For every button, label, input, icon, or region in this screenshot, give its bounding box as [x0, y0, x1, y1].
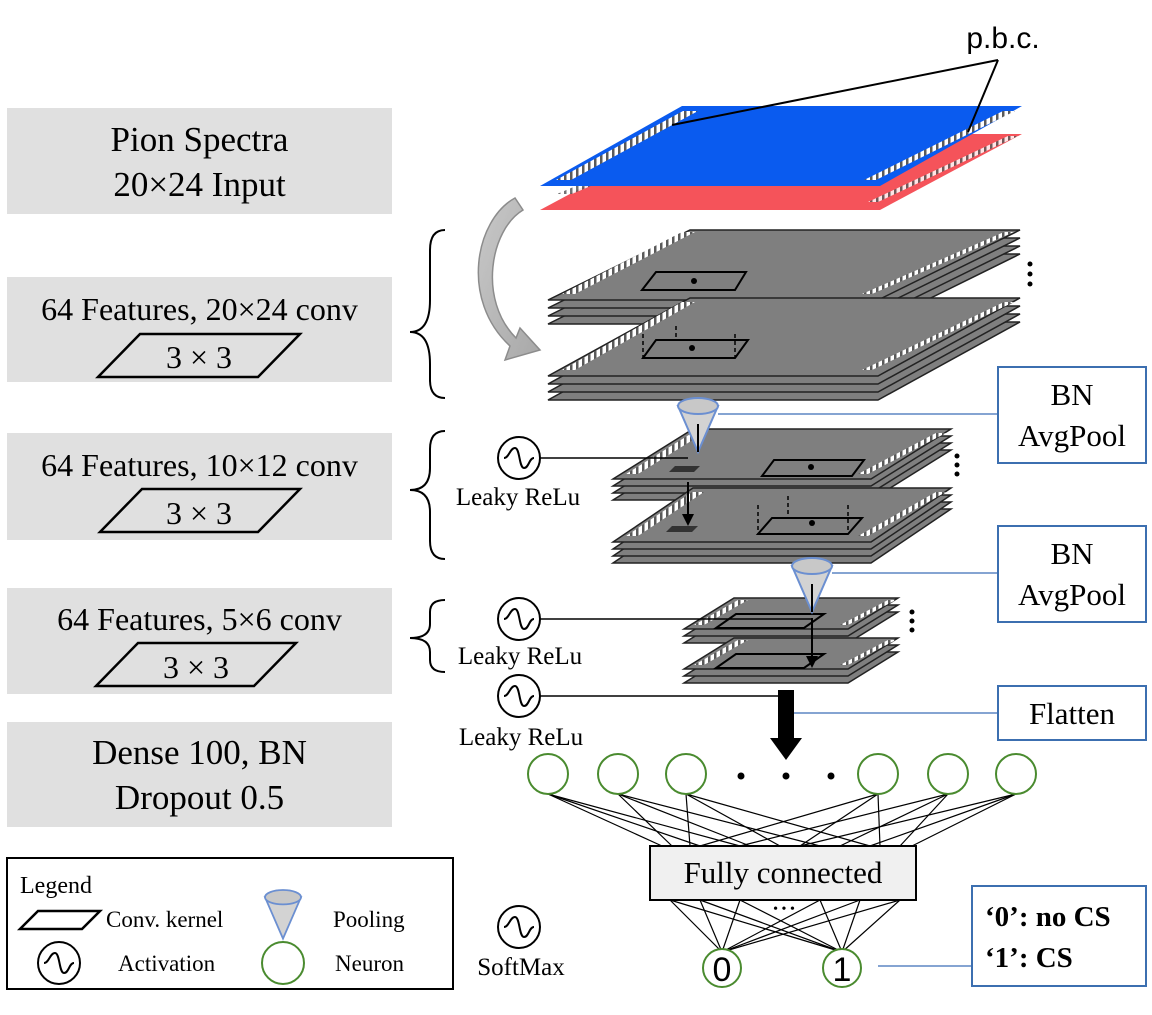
layer-box-title: 64 Features, 10×12 conv — [41, 447, 358, 483]
output-neuron-1: 1 — [822, 948, 862, 989]
layer-box-title: Dense 100, BN — [92, 733, 307, 772]
legend-activation-icon — [37, 941, 81, 985]
layer-box-title: 64 Features, 5×6 conv — [57, 601, 342, 637]
brace-conv1 — [409, 229, 446, 399]
input-layer-blue — [540, 106, 1022, 186]
pbc-label: p.b.c. — [966, 22, 1039, 55]
activation-icon — [497, 905, 541, 949]
softmax-label: SoftMax — [477, 954, 565, 981]
result-line-0: ‘0’: no CS — [985, 901, 1111, 933]
legend-title: Legend — [20, 873, 92, 899]
output-label: 0 — [713, 951, 732, 989]
activation-icon — [497, 674, 541, 718]
legend-pooling: Pooling — [333, 907, 405, 932]
activation-icon — [497, 597, 541, 641]
kernel-size-label: 3 × 3 — [166, 495, 232, 531]
brace-conv3 — [409, 599, 446, 673]
dense-neurons — [527, 753, 1037, 795]
layer-box-subtitle: Dropout 0.5 — [115, 778, 284, 817]
legend-neuron: Neuron — [335, 951, 404, 976]
activation-label: Leaky ReLu — [458, 643, 583, 670]
conv1-stack-bottom — [547, 297, 1021, 401]
conv2-stack-bottom — [610, 482, 954, 564]
braces — [409, 229, 446, 673]
brace-conv2 — [409, 430, 446, 560]
neuron — [927, 753, 969, 795]
bn-label: BN — [1050, 536, 1093, 571]
conv3-stack-top — [681, 597, 901, 644]
kernel-size-label: 3 × 3 — [166, 339, 232, 375]
layer-box-conv2: 64 Features, 10×12 conv 3 × 3 — [7, 433, 392, 540]
conv-kernel-icon — [95, 332, 303, 379]
neuron — [995, 753, 1037, 795]
pbc-annotation: p.b.c. — [671, 22, 1040, 133]
flatten-label: Flatten — [1029, 696, 1116, 731]
dense-connections — [547, 793, 1017, 847]
conv-kernel-icon — [93, 641, 299, 688]
result-box: ‘0’: no CS ‘1’: CS — [878, 885, 1147, 987]
layer-box-conv3: 64 Features, 5×6 conv 3 × 3 — [7, 588, 392, 694]
neuron — [665, 753, 707, 795]
legend: Legend Conv. kernel Pooling Activation N… — [6, 857, 454, 990]
flatten-arrow — [770, 690, 802, 760]
neuron — [527, 753, 569, 795]
bn-label: BN — [1050, 377, 1093, 412]
flatten-box: Flatten — [794, 685, 1147, 741]
layer-box-conv1: 64 Features, 20×24 conv 3 × 3 — [7, 277, 392, 382]
activation-label: Leaky ReLu — [456, 484, 581, 511]
output-neuron-0: 0 — [702, 948, 742, 989]
layer-box-subtitle: 20×24 Input — [113, 165, 286, 204]
output-connections — [669, 899, 901, 953]
layer-box-input: Pion Spectra 20×24 Input — [7, 108, 392, 214]
neuron — [597, 753, 639, 795]
result-line-1: ‘1’: CS — [985, 942, 1073, 974]
output-label: 1 — [833, 951, 852, 989]
conv1-vertical-ellipsis — [1027, 261, 1033, 287]
bn-avgpool-box-2: BN AvgPool — [832, 525, 1147, 623]
legend-conv-kernel: Conv. kernel — [106, 907, 223, 932]
dense-ellipsis — [737, 772, 835, 780]
conv-kernel-icon — [97, 487, 303, 534]
conv2-vertical-ellipsis — [954, 453, 960, 477]
conv3-vertical-ellipsis — [909, 609, 915, 633]
activation-icon — [497, 436, 541, 480]
conv3-stack-bottom — [681, 618, 901, 684]
activation-label: Leaky ReLu — [459, 724, 584, 751]
fc-ellipsis: • • • — [773, 902, 795, 917]
neuron — [857, 753, 899, 795]
avgpool-label: AvgPool — [1018, 577, 1126, 612]
legend-neuron-icon — [261, 941, 305, 985]
layer-box-title: Pion Spectra — [111, 120, 289, 159]
curved-arrow — [477, 197, 542, 362]
bn-avgpool-box-1: BN AvgPool — [718, 366, 1147, 464]
fully-connected-label: Fully connected — [684, 855, 883, 890]
legend-activation: Activation — [118, 951, 216, 976]
fully-connected-box: Fully connected — [649, 845, 917, 901]
avgpool-label: AvgPool — [1018, 418, 1126, 453]
legend-conv-kernel-icon — [16, 909, 104, 931]
layer-box-dense: Dense 100, BN Dropout 0.5 — [7, 722, 392, 827]
kernel-size-label: 3 × 3 — [163, 649, 229, 685]
layer-box-title: 64 Features, 20×24 conv — [41, 291, 358, 327]
